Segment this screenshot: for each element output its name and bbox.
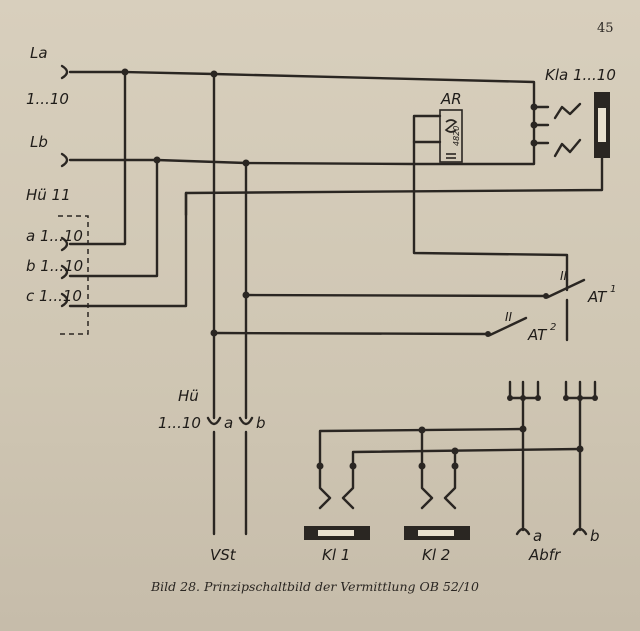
label-at2-sup: 2	[550, 322, 556, 333]
label-ar: AR	[440, 90, 462, 108]
wire-at2	[212, 331, 490, 336]
hu-bottom-jacks	[206, 416, 254, 426]
label-at1: AT	[587, 288, 608, 306]
jack-b	[60, 264, 69, 280]
wire-at1	[244, 293, 548, 298]
label-at2: AT	[527, 326, 548, 344]
label-hu-b: b	[256, 414, 266, 432]
wire-a	[68, 70, 127, 246]
kla-contacts	[412, 102, 582, 166]
wire-lb	[68, 140, 442, 166]
wire-la	[68, 70, 536, 109]
wire-ar-top	[412, 114, 442, 144]
label-la-range: 1...10	[26, 90, 69, 108]
junction-abfr-b	[576, 445, 584, 453]
abfr-a-bar	[507, 380, 541, 536]
label-la: La	[30, 44, 48, 62]
label-abfr-a: a	[533, 527, 542, 545]
label-hu-bottom: Hü	[178, 387, 199, 405]
label-abfr-b: b	[590, 527, 600, 545]
label-kla: Kla 1...10	[545, 66, 616, 84]
label-lb: Lb	[30, 133, 48, 151]
wire-kl-a	[318, 427, 525, 468]
kla-drop-indicator	[594, 92, 610, 158]
jack-la	[60, 64, 69, 80]
jack-c	[60, 292, 69, 308]
wire-ar-down	[412, 162, 569, 282]
wire-kla-return	[184, 156, 604, 217]
at2-roman: II	[505, 310, 513, 324]
label-hu-a: a	[224, 414, 233, 432]
label-abfr: Abfr	[528, 546, 561, 564]
junction-abfr-a	[519, 425, 527, 433]
kl1-indicator	[304, 526, 370, 540]
figure-caption: Bild 28. Prinzipschaltbild der Vermittlu…	[150, 579, 479, 594]
wire-b	[68, 158, 159, 278]
label-at1-sup: 1	[610, 284, 616, 295]
label-kl1: Kl 1	[322, 546, 350, 564]
relay-ar: 4820	[439, 109, 463, 163]
kl2-contacts	[418, 462, 459, 510]
wire-kl-b	[351, 447, 582, 468]
label-c-range: c 1...10	[26, 287, 82, 305]
label-hu11: Hü 11	[26, 186, 71, 204]
at1-roman: II	[560, 269, 568, 283]
label-vst: VSt	[210, 546, 237, 564]
label-hu-bottom-range: 1...10	[158, 414, 201, 432]
page-number: 45	[597, 21, 614, 36]
wire-c	[68, 191, 188, 308]
label-b-range: b 1...10	[26, 257, 83, 275]
jack-a	[60, 236, 69, 252]
kl2-indicator	[404, 526, 470, 540]
at2-switch	[488, 316, 528, 337]
abfr-b-bar	[563, 380, 598, 536]
hu11-bracket	[58, 215, 89, 335]
jack-lb	[60, 152, 69, 168]
kl1-contacts	[316, 462, 357, 510]
ar-winding-label: 4820	[452, 126, 461, 146]
label-kl2: Kl 2	[422, 546, 450, 564]
label-a-range: a 1...10	[26, 227, 83, 245]
